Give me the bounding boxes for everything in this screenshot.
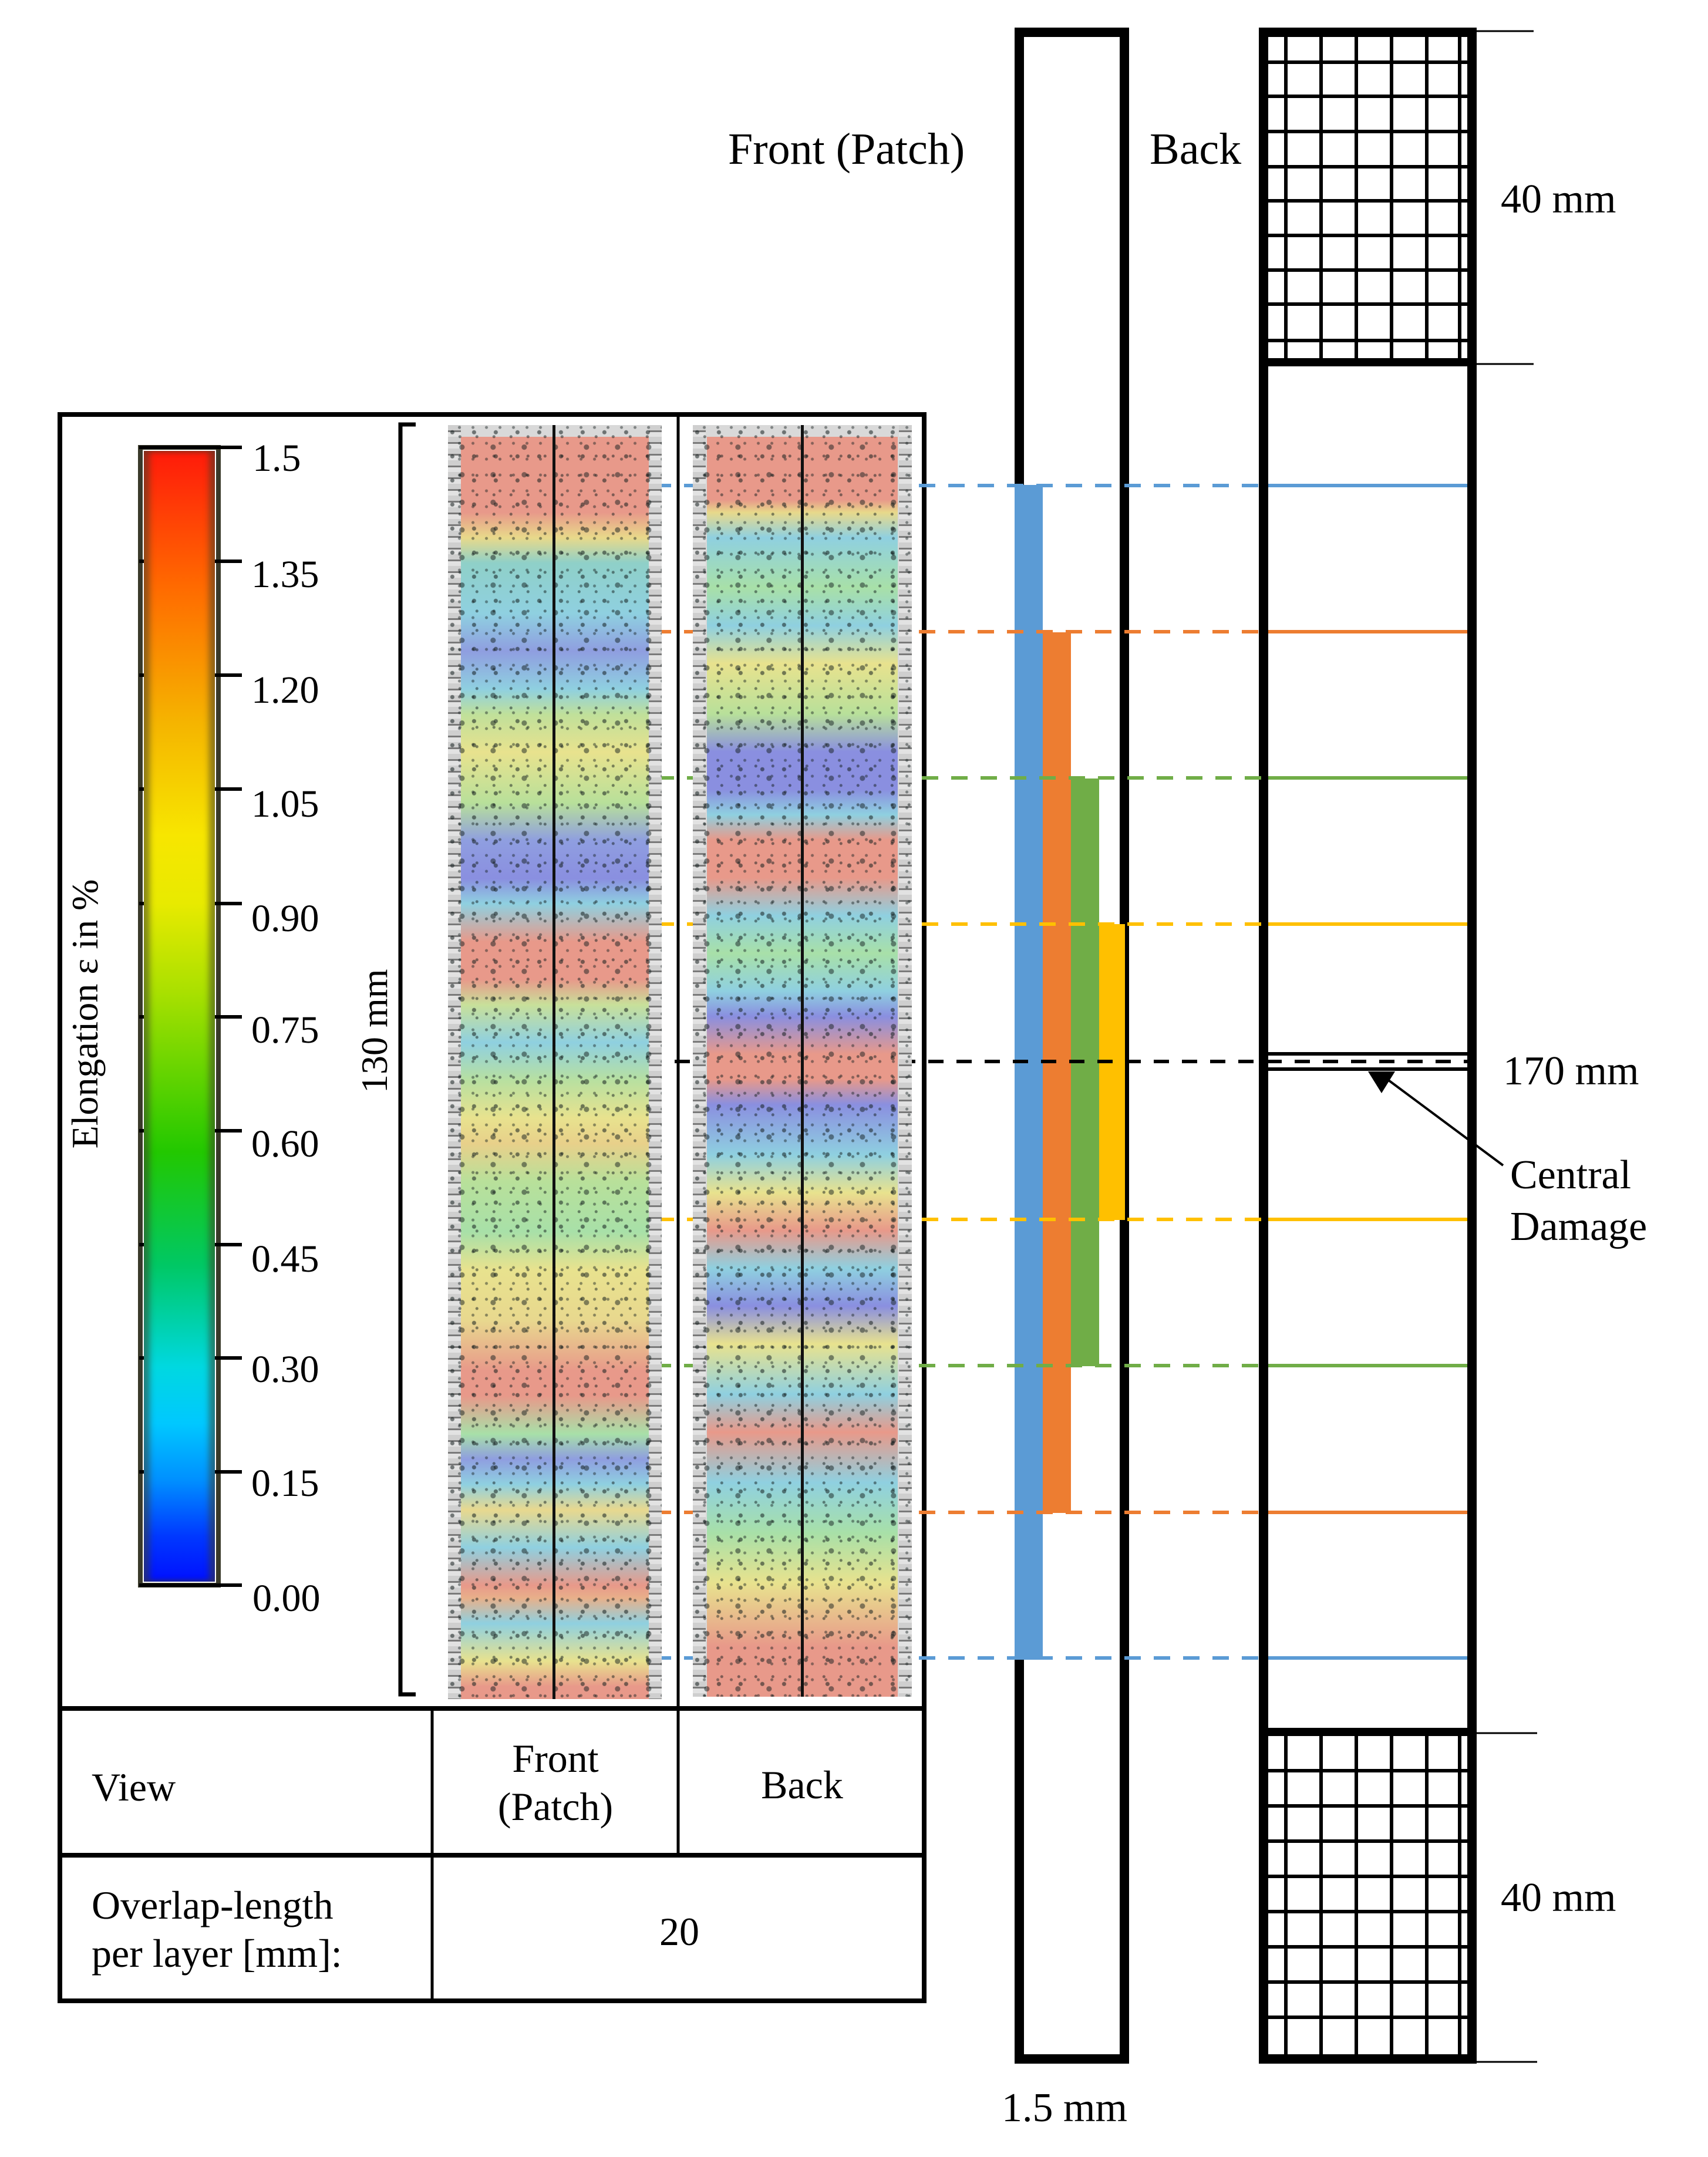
- span-bracket: [398, 422, 416, 1697]
- table-frame: [58, 412, 927, 2003]
- table-view-back: Back: [761, 1762, 843, 1807]
- dic-image-front: [448, 425, 662, 1699]
- colorbar-tick-label: 0.60: [251, 1123, 319, 1165]
- damage-arrowhead-icon: [1368, 1071, 1395, 1093]
- patch-layer-2-strip: [1043, 632, 1071, 1513]
- colorbar-gradient: [144, 451, 215, 1582]
- central-damage-label: Central Damage: [1510, 1150, 1647, 1252]
- colorbar-tick-label: 1.5: [252, 437, 301, 480]
- patch-layer-3-strip: [1071, 778, 1099, 1366]
- central-damage-label-line1: Central: [1510, 1152, 1632, 1198]
- table-view-header: View: [92, 1765, 176, 1809]
- central-damage-label-line2: Damage: [1510, 1204, 1648, 1249]
- top-grip-grid: [1264, 32, 1472, 366]
- patch-layer-1-strip: [1015, 485, 1043, 1660]
- colorbar-axis-label: Elongation ε in %: [64, 879, 106, 1149]
- colorbar-tick-label: 0.00: [252, 1577, 321, 1620]
- specimen-outline: [1259, 28, 1477, 2064]
- colorbar-tick-label: 0.45: [251, 1238, 319, 1280]
- bottom-grip-grid: [1264, 1728, 1472, 2059]
- grip-dimension-lines: [1472, 30, 1537, 2063]
- table-overlap-header-line1: Overlap-length: [92, 1883, 333, 1927]
- central-damage-zone: [1264, 1052, 1472, 1071]
- table-overlap-header-line2: per layer [mm]:: [92, 1930, 342, 1976]
- grip-bottom-length-label: 40 mm: [1501, 1875, 1616, 1920]
- colorbar-tick-label: 0.75: [251, 1009, 319, 1051]
- table-view-front-line2: (Patch): [497, 1784, 614, 1829]
- colorbar-tick-label: 1.20: [251, 669, 319, 712]
- colorbar-tick-label: 0.15: [251, 1462, 319, 1505]
- table-view-front: Front (Patch): [434, 1735, 676, 1831]
- damage-leader-line: [1387, 1079, 1504, 1167]
- patch-layer-4-strip: [1099, 924, 1125, 1220]
- laminate-thickness-label: 1.5 mm: [1002, 2085, 1127, 2131]
- dic-image-back: [693, 425, 912, 1697]
- colorbar-tick-label: 1.35: [251, 553, 319, 596]
- colorbar-tick-label: 0.30: [251, 1348, 319, 1391]
- colorbar-tick-label: 0.90: [251, 897, 319, 940]
- table-view-front-line1: Front: [512, 1736, 599, 1781]
- span-length-label: 130 mm: [353, 969, 395, 1093]
- colorbar-tick-label: 1.05: [251, 783, 319, 825]
- center-position-label: 170 mm: [1503, 1049, 1639, 1094]
- grip-top-length-label: 40 mm: [1501, 177, 1616, 222]
- table-overlap-header: Overlap-length per layer [mm]:: [92, 1882, 342, 1977]
- side-view-front-label: Front (Patch): [728, 124, 965, 174]
- side-view-back-label: Back: [1150, 124, 1242, 174]
- table-overlap-value: 20: [659, 1909, 699, 1954]
